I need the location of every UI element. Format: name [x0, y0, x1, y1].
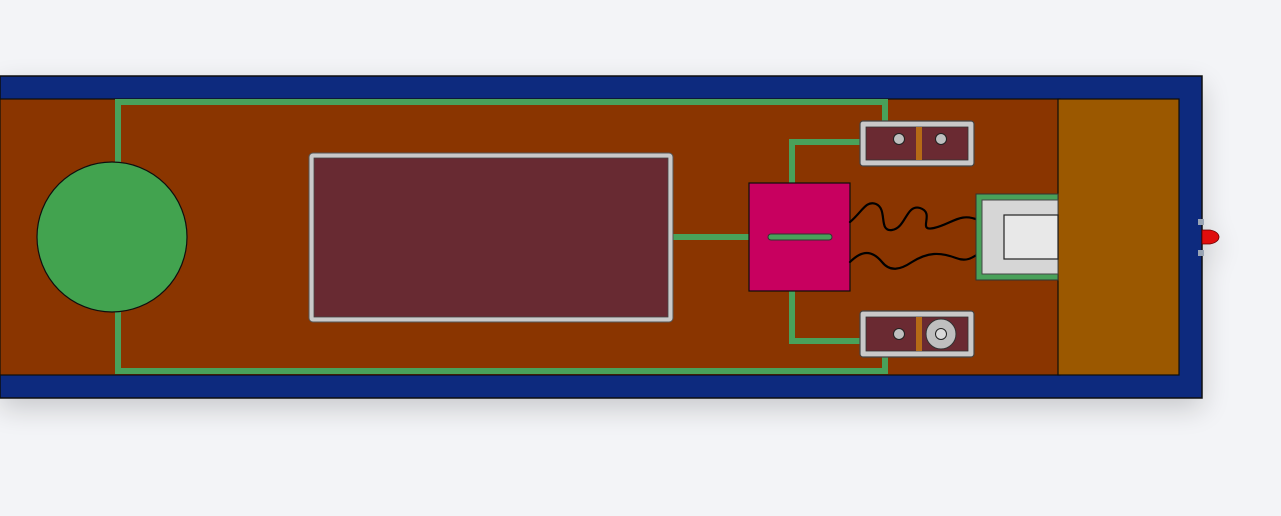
trace-controller-servo-bottom	[789, 291, 862, 344]
assembly-group[interactable]	[0, 75, 1220, 399]
wire-bundle	[848, 202, 980, 270]
controller-slot	[767, 233, 833, 241]
led-tip-pin-2	[1198, 250, 1204, 256]
servo-top-screw-left	[893, 133, 905, 145]
led-tip-body	[1201, 229, 1220, 245]
usb-connector[interactable]	[975, 193, 1059, 281]
usb-connector-port	[1003, 214, 1059, 260]
servo-bottom-strip	[916, 317, 922, 351]
trace-controller-servo-top	[789, 139, 862, 183]
led-tip[interactable]	[1198, 219, 1220, 256]
servo-motor-bottom[interactable]	[859, 310, 975, 358]
battery-component[interactable]	[36, 161, 188, 313]
trace-network	[115, 99, 888, 374]
servo-bottom-screw-left	[893, 328, 905, 340]
wire-lower	[848, 251, 980, 270]
wire-upper	[848, 202, 980, 232]
servo-bottom-horn-center	[935, 328, 947, 340]
controller-block[interactable]	[748, 182, 851, 292]
trace-main-loop	[115, 99, 888, 162]
led-tip-pin	[1198, 219, 1204, 225]
module-chip[interactable]	[308, 152, 674, 323]
end-block[interactable]	[1057, 98, 1180, 376]
module-chip-body	[313, 157, 669, 318]
trace-bottom-loop	[115, 312, 888, 374]
servo-motor-top[interactable]	[859, 120, 975, 167]
servo-top-strip	[916, 127, 922, 160]
servo-top-screw-right	[935, 133, 947, 145]
